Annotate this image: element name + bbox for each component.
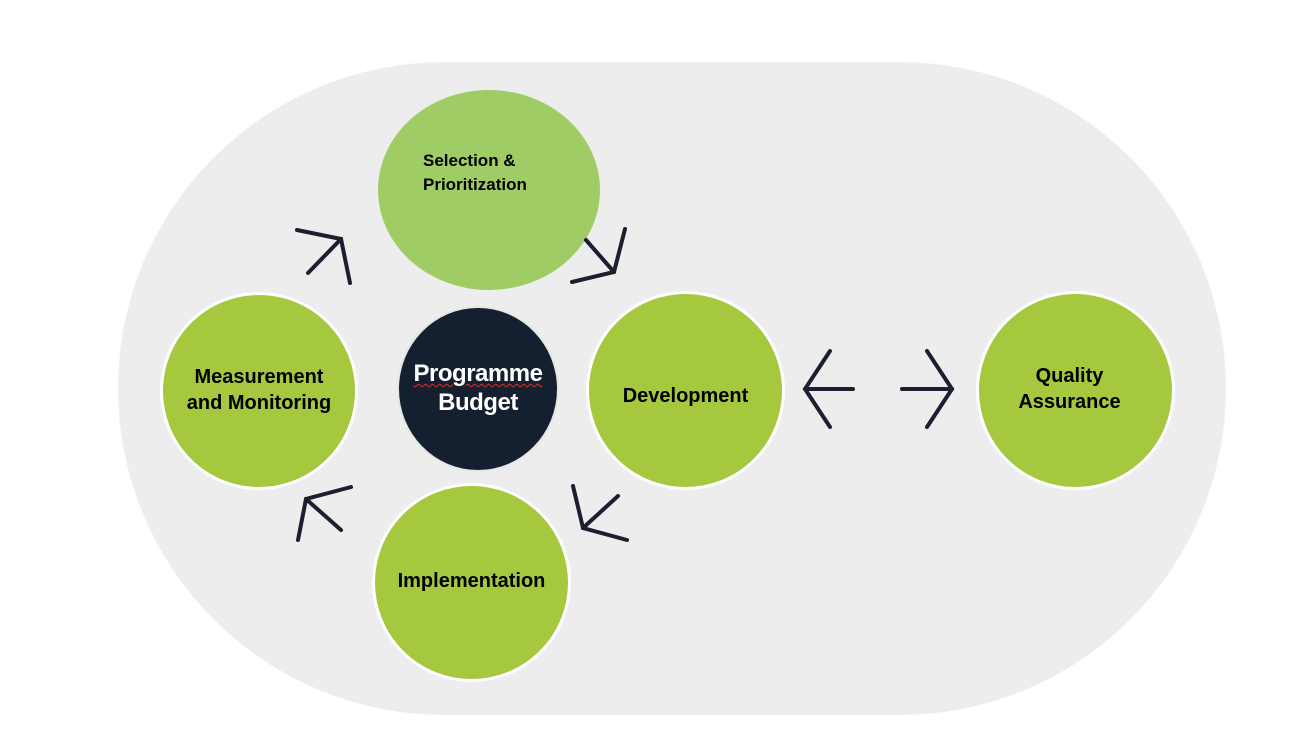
selection-line1: Selection & <box>423 151 516 170</box>
node-development: Development <box>586 291 785 490</box>
quality-line2: Assurance <box>1018 390 1121 413</box>
development-label: Development <box>622 384 749 407</box>
center-label: Programme Budget <box>414 360 543 418</box>
implementation-label: Implementation <box>397 569 546 592</box>
measurement-line1: Measurement <box>194 366 324 388</box>
node-implementation: Implementation <box>372 483 571 682</box>
center-programme-budget: Programme Budget <box>397 306 559 472</box>
node-quality-assurance: Quality Assurance <box>976 291 1175 490</box>
node-selection-label: Selection & Prioritization <box>423 149 527 197</box>
center-line2: Budget <box>438 389 518 416</box>
quality-line1: Quality <box>1035 364 1104 387</box>
selection-line2: Prioritization <box>423 174 527 194</box>
center-line1: Programme <box>413 360 543 388</box>
measurement-line2: and Monitoring <box>186 392 332 414</box>
node-measurement-label: Measurement and Monitoring <box>187 364 331 416</box>
node-quality-label: Quality Assurance <box>1018 363 1120 415</box>
node-measurement-monitoring: Measurement and Monitoring <box>160 292 358 490</box>
node-selection-prioritization: Selection & Prioritization <box>378 90 600 290</box>
